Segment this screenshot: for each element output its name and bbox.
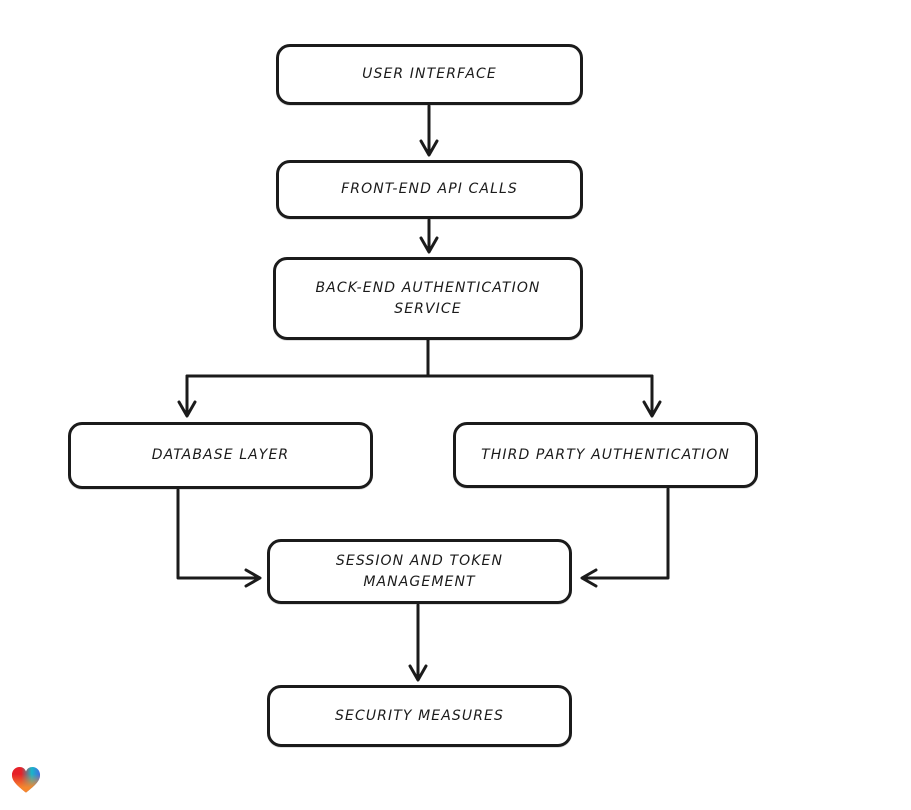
arrow-third-party-to-session-management xyxy=(580,487,670,588)
node-third-party-authentication: THIRD PARTY AUTHENTICATION xyxy=(453,422,758,488)
node-database-layer-label: DATABASE LAYER xyxy=(151,447,290,463)
arrow-session-management-to-security-measures xyxy=(408,603,428,682)
node-front-end-api-calls-label: FRONT-END API CALLS xyxy=(341,181,518,197)
node-user-interface-label: USER INTERFACE xyxy=(362,66,497,82)
arrow-split-to-third-party-authentication xyxy=(642,374,662,418)
arrow-user-interface-to-front-end-api-calls xyxy=(419,104,439,157)
node-session-and-token-management-label: SESSION AND TOKEN MANAGEMENT xyxy=(335,552,504,590)
node-back-end-authentication-service-label: BACK-END AUTHENTICATION SERVICE xyxy=(315,279,541,317)
node-database-layer: DATABASE LAYER xyxy=(68,422,373,489)
heart-icon xyxy=(10,764,42,797)
node-security-measures: SECURITY MEASURES xyxy=(267,685,572,747)
arrow-split-to-database-layer xyxy=(177,374,197,418)
node-user-interface: USER INTERFACE xyxy=(276,44,583,105)
node-front-end-api-calls: FRONT-END API CALLS xyxy=(276,160,583,219)
arrow-database-layer-to-session-management xyxy=(176,488,262,588)
node-security-measures-label: SECURITY MEASURES xyxy=(335,707,504,724)
arrow-front-end-api-calls-to-back-end-service xyxy=(419,218,439,254)
arrow-back-end-service-split-rail xyxy=(185,338,654,378)
node-third-party-authentication-label: THIRD PARTY AUTHENTICATION xyxy=(481,446,730,463)
node-back-end-authentication-service: BACK-END AUTHENTICATION SERVICE xyxy=(273,257,583,340)
node-session-and-token-management: SESSION AND TOKEN MANAGEMENT xyxy=(267,539,572,604)
